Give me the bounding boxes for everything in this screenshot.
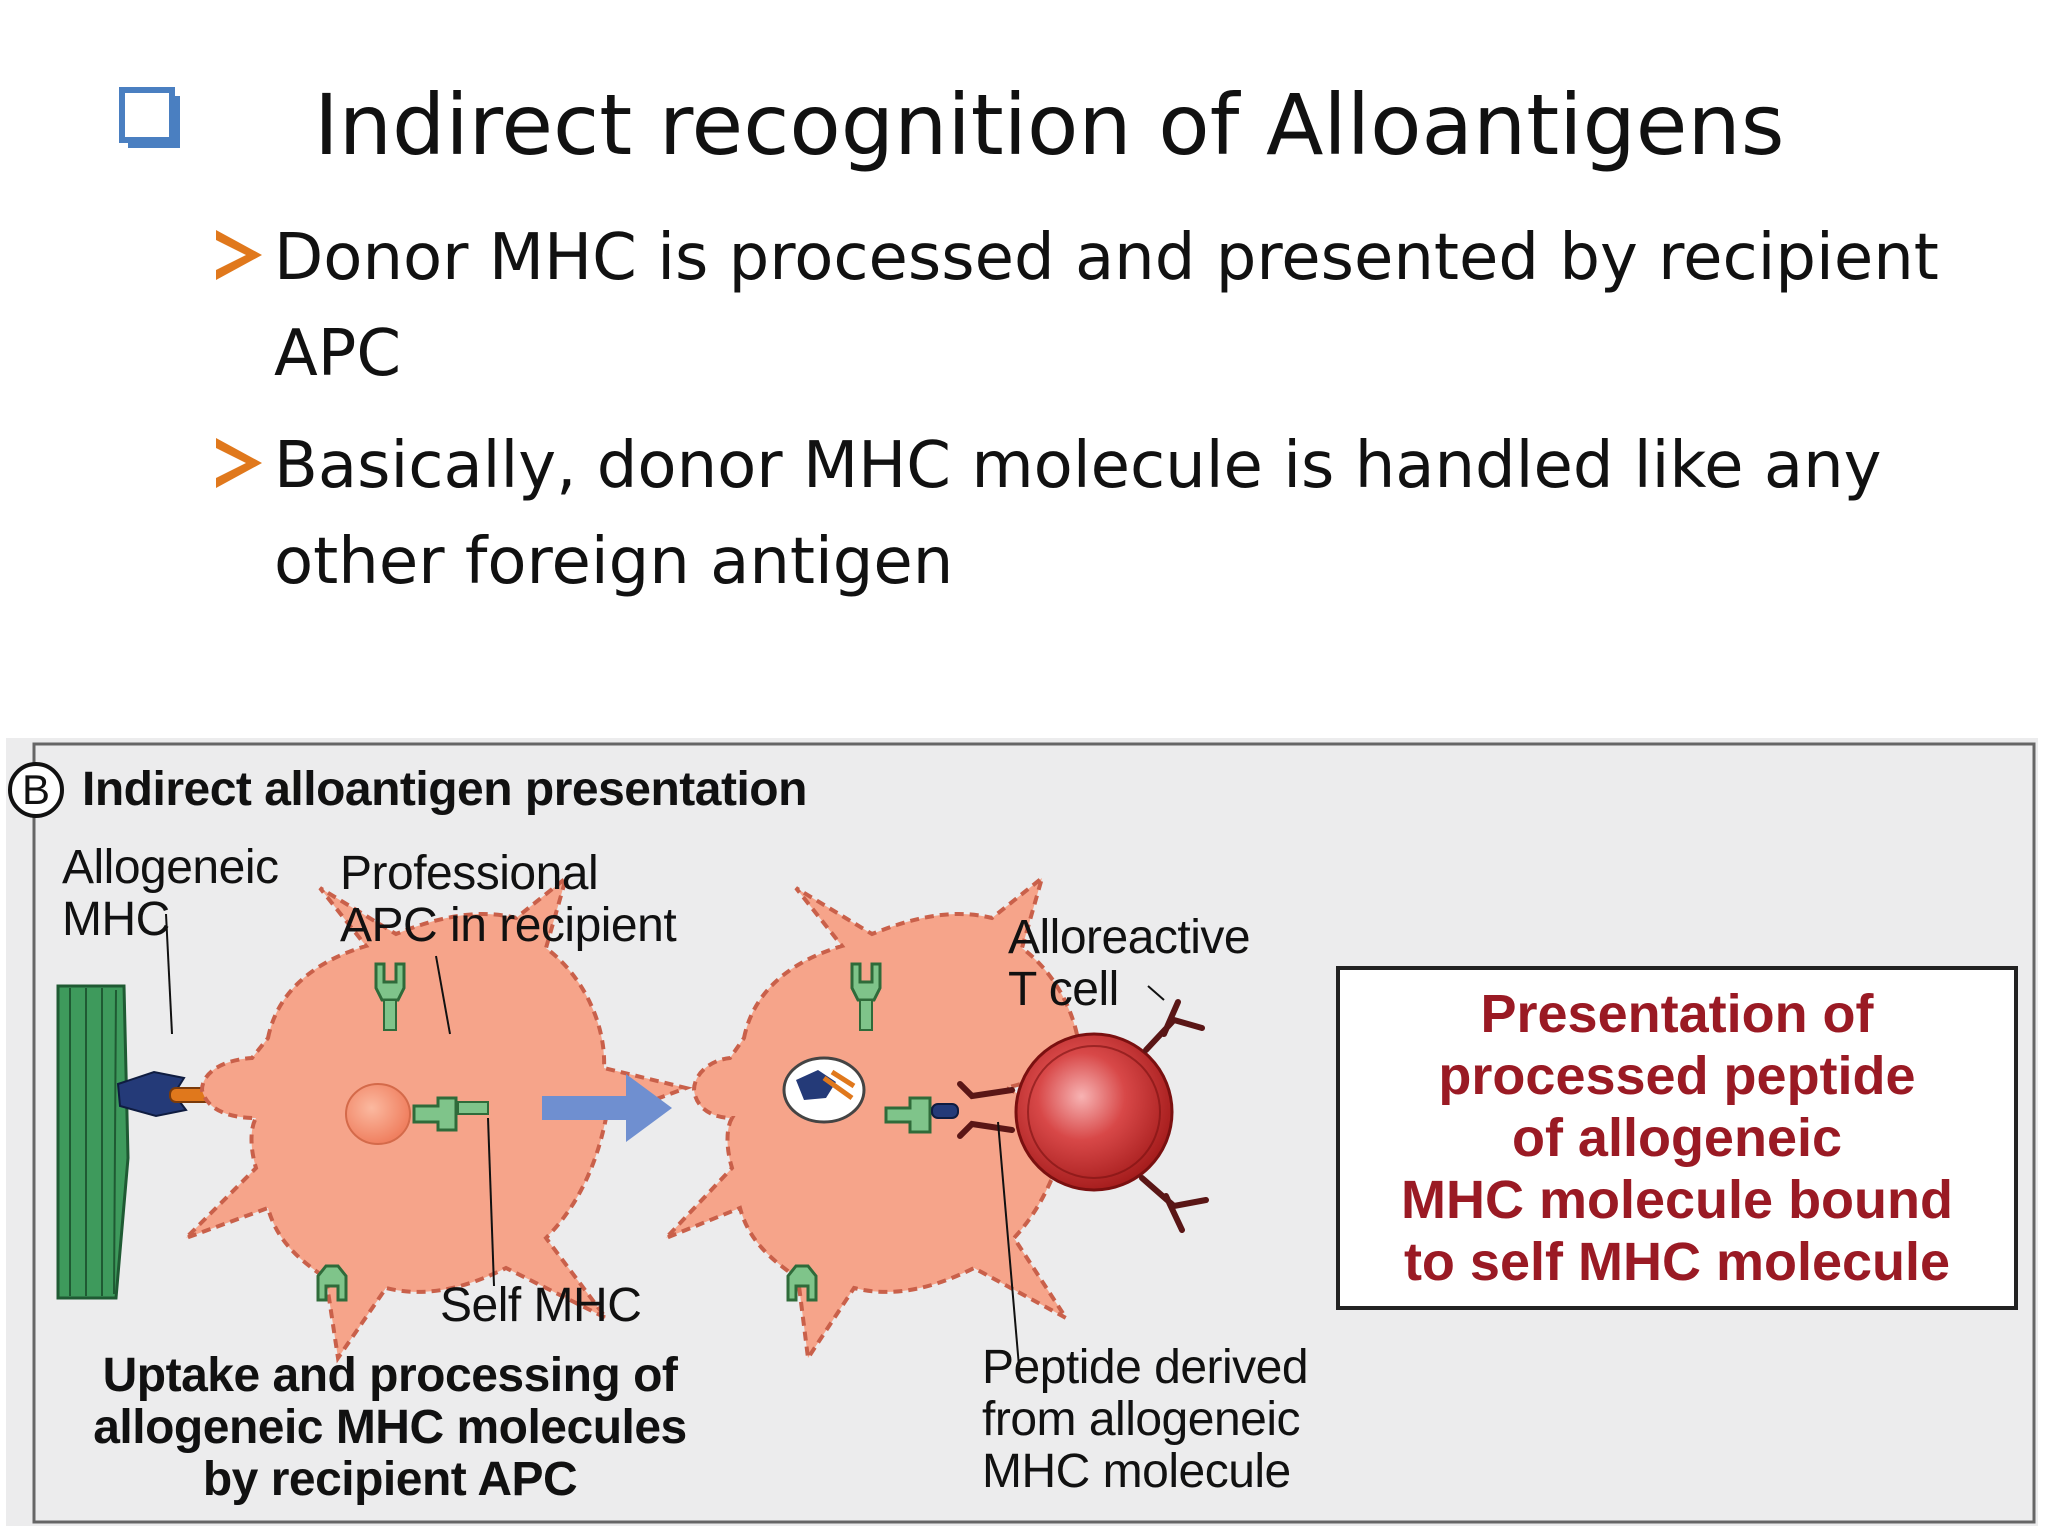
bullet-item: Donor MHC is processed and presented by … bbox=[212, 210, 1992, 402]
indirect-presentation-figure: B Indirect alloantigen presentation Allo… bbox=[6, 738, 2038, 1526]
uptake-caption: Uptake and processing of allogeneic MHC … bbox=[93, 1349, 687, 1506]
leader-line bbox=[487, 1117, 495, 1287]
arrow-bullet-icon bbox=[216, 438, 262, 488]
presentation-box: Presentation of processed peptide of all… bbox=[1336, 966, 2018, 1310]
self-mhc-icon bbox=[316, 1264, 348, 1302]
alloreactive-tcell-label: Alloreactive T cell bbox=[1008, 911, 1251, 1016]
self-mhc-icon bbox=[412, 1096, 489, 1132]
bullet-text: Donor MHC is processed and presented by … bbox=[274, 221, 1939, 391]
arrow-bullet-icon bbox=[216, 230, 262, 280]
process-arrow-icon bbox=[542, 1074, 672, 1142]
professional-apc-label: Professional APC in recipient bbox=[340, 847, 677, 952]
self-mhc-icon bbox=[786, 1264, 818, 1302]
leader-line bbox=[435, 955, 451, 1035]
self-mhc-icon bbox=[374, 962, 406, 1031]
slide-title: Indirect recognition of Alloantigens bbox=[314, 76, 1785, 174]
allogeneic-mhc-label: Allogeneic MHC bbox=[62, 841, 279, 946]
panel-title: Indirect alloantigen presentation bbox=[82, 763, 807, 816]
leader-line bbox=[165, 913, 173, 1035]
alloreactive-tcell bbox=[1014, 985, 1209, 1233]
figure-drawing bbox=[32, 742, 2036, 1524]
bullet-item: Basically, donor MHC molecule is handled… bbox=[212, 418, 1992, 610]
graft-tissue bbox=[56, 984, 130, 1300]
self-mhc-icon bbox=[850, 962, 882, 1031]
square-bullet-icon bbox=[119, 87, 180, 148]
panel-letter-badge: B bbox=[8, 762, 64, 818]
self-mhc-peptide-complex-icon bbox=[884, 1096, 959, 1134]
figure-frame bbox=[32, 742, 2036, 1524]
presentation-text: Presentation of processed peptide of all… bbox=[1401, 984, 1953, 1292]
self-mhc-label: Self MHC bbox=[440, 1279, 642, 1332]
recipient-apc-cell-presenting bbox=[664, 872, 1083, 1364]
leader-line bbox=[997, 1121, 1021, 1379]
bullet-text: Basically, donor MHC molecule is handled… bbox=[274, 429, 1882, 599]
bullet-list: Donor MHC is processed and presented by … bbox=[212, 210, 1992, 626]
peptide-derived-label: Peptide derived from allogeneic MHC mole… bbox=[982, 1341, 1309, 1498]
